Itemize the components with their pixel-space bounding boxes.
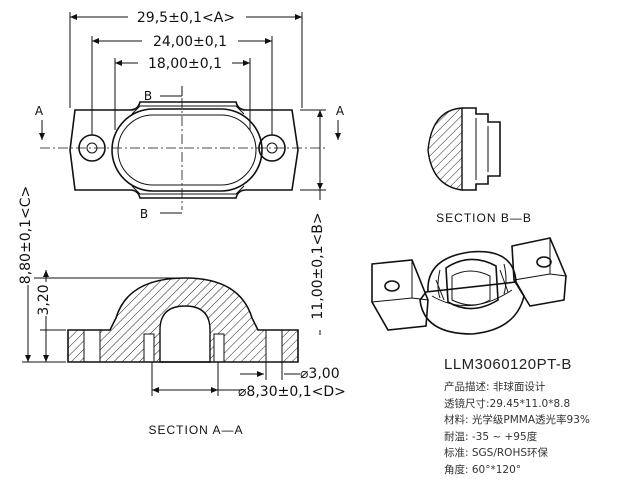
dim-opening-diameter: ⌀8,30±0,1<D> [238,384,346,400]
section-b-bottom-label: B [140,207,148,221]
dim-overall-width: 29,5±0,1<A> [137,10,235,26]
spec-row-angle: 角度: 60°*120° [444,463,522,476]
section-b-top-label: B [144,89,152,103]
section-aa-view: 8,80±0,1<C> 3,20 ⌀8,30±0,1<D> ⌀3,00 SECT… [14,185,346,437]
section-bb-view: SECTION B—B [427,107,532,225]
isometric-view [371,237,567,335]
dim-height-c: 8,80±0,1<C> [18,186,34,284]
spec-row-lens-size: 透镜尺寸:29.45*11.0*8.8 [444,397,571,410]
spec-row-material: 材料: 光学级PMMA透光率93% [444,414,590,426]
dim-hole-spacing: 24,00±0,1 [153,34,227,50]
section-aa-title: SECTION A—A [148,423,243,437]
section-a-left-label: A [35,104,44,118]
spec-row-standard: 标准: SGS/ROHS环保 [444,447,549,459]
dim-height-b: 11,00±0,1<B> [310,212,326,319]
part-number: LLM3060120PT-B [444,356,572,373]
dim-inner-width: 18,00±0,1 [148,56,222,72]
dim-step-height: 3,20 [36,284,52,315]
dim-hole-diameter: ⌀3,00 [300,366,340,382]
section-bb-title: SECTION B—B [436,211,532,225]
spec-row-temperature: 耐温: -35 ~ +95度 [444,430,538,443]
spec-panel: LLM3060120PT-B 产品描述: 非球面设计 透镜尺寸:29.45*11… [444,356,628,478]
spec-row-description: 产品描述: 非球面设计 [444,381,546,393]
section-a-right-label: A [336,104,345,118]
top-view: 29,5±0,1<A> 24,00±0,1 18,00±0,1 A [35,6,345,335]
